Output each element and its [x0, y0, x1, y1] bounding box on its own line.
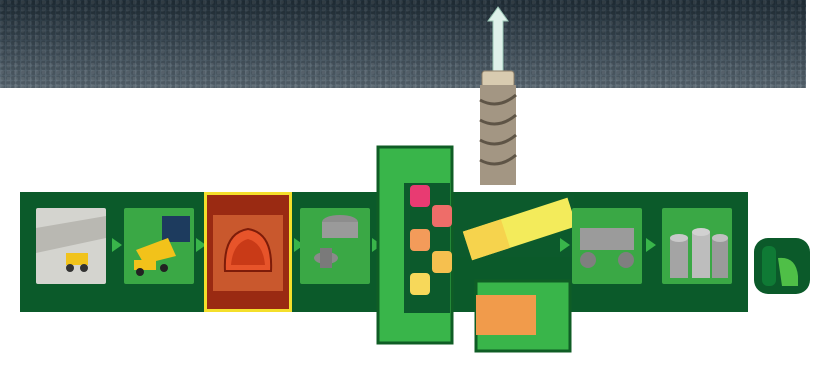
step-transport[interactable] [124, 208, 194, 284]
green-leaf-logo-icon [752, 236, 812, 296]
flow-arrow [112, 238, 122, 252]
step-clinker-cooler[interactable] [572, 208, 642, 284]
step-grinding-mill[interactable] [300, 208, 370, 284]
step-raw-material-selected[interactable] [204, 192, 292, 312]
quarry-loader-icon [36, 208, 106, 284]
flow-arrow [646, 238, 656, 252]
aggregate-texture-banner [0, 0, 806, 88]
storage-silos-icon [662, 208, 732, 284]
flow-arrow [560, 238, 570, 252]
preheater-tower-icon [376, 145, 576, 365]
clinker-cooler-icon [572, 208, 642, 284]
grinding-mill-icon [300, 208, 370, 284]
dump-truck-icon [124, 208, 194, 284]
step-storage-silos[interactable] [662, 208, 732, 284]
raw-material-cross-section-icon [213, 215, 283, 291]
step-quarry[interactable] [36, 208, 106, 284]
